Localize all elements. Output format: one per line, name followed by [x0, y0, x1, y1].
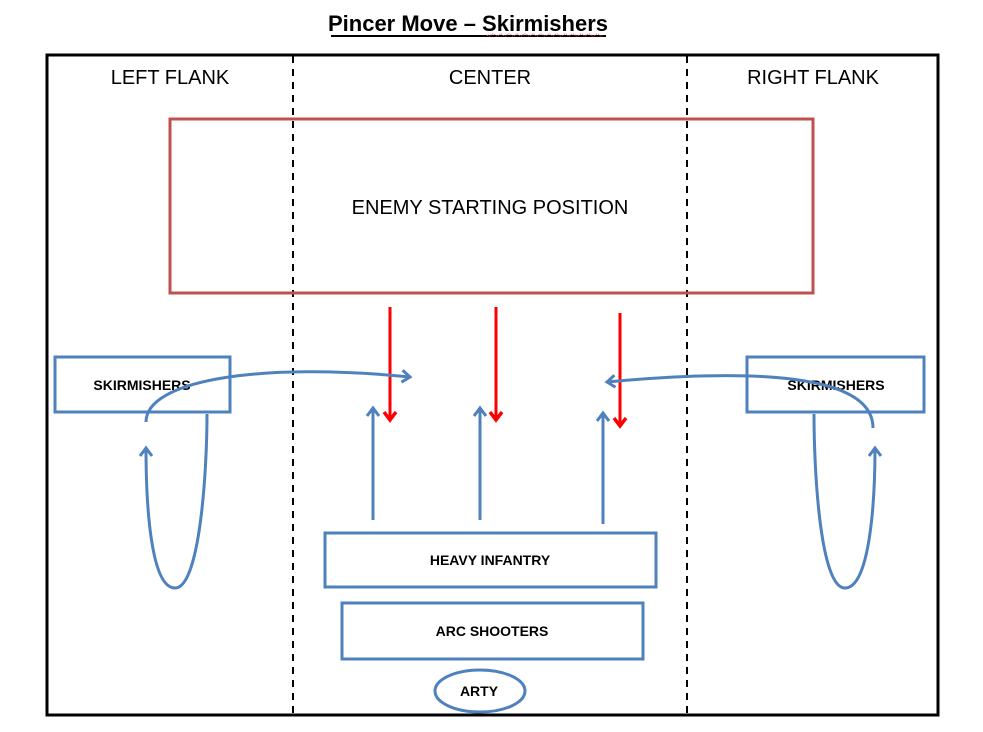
left-skirmisher-loop-arrow: [138, 413, 209, 590]
arc-shooters-label: ARC SHOOTERS: [436, 623, 549, 639]
diagram-title: Pincer Move – Skirmishers: [328, 11, 608, 36]
enemy-starting-position-label: ENEMY STARTING POSITION: [352, 197, 629, 219]
battlefield-frame: [45, 53, 940, 717]
arty-label: ARTY: [460, 683, 499, 699]
zone-label-right-flank: RIGHT FLANK: [747, 67, 880, 89]
enemy-starting-position-box: [168, 117, 815, 295]
left-skirmisher-flank-arrow: [144, 369, 413, 423]
arty-ellipse: [433, 668, 527, 714]
zone-label-center: CENTER: [449, 67, 531, 89]
arc-shooters-box: [340, 601, 645, 661]
heavy-infantry-label: HEAVY INFANTRY: [430, 552, 551, 568]
left-skirmishers-box: [53, 355, 232, 414]
zone-label-left-flank: LEFT FLANK: [111, 67, 230, 89]
spellcheck-squiggle: [486, 33, 604, 37]
right-skirmisher-loop-arrow: [812, 413, 883, 590]
left-skirmishers-label: SKIRMISHERS: [93, 377, 190, 393]
right-skirmishers-box: [745, 355, 926, 414]
right-skirmisher-flank-arrow: [604, 374, 875, 429]
heavy-infantry-box: [323, 531, 658, 589]
